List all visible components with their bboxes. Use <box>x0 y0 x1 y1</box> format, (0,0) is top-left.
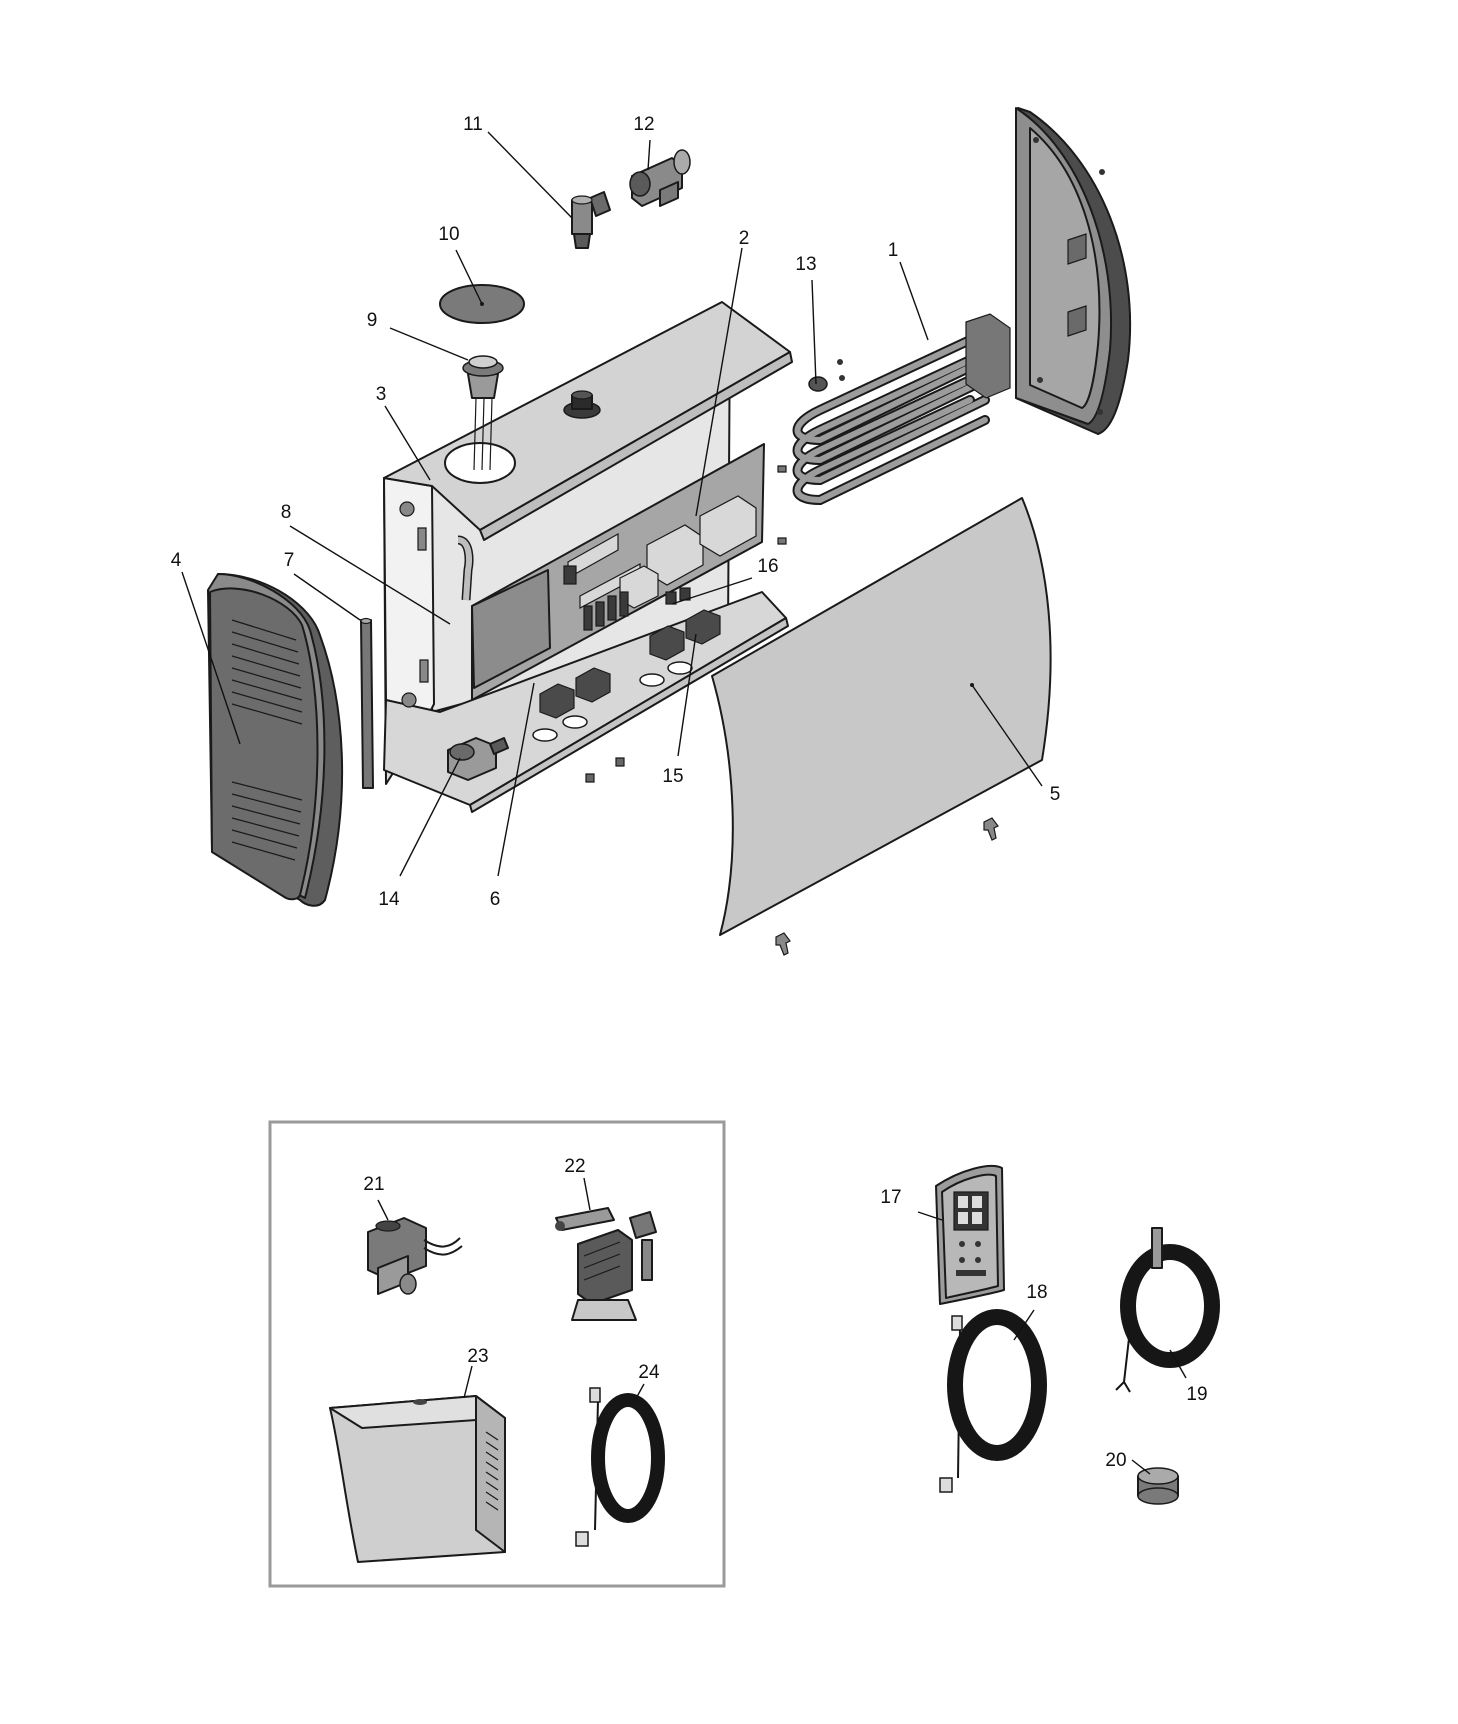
callout-22: 22 <box>564 1156 585 1177</box>
callout-3: 3 <box>376 384 387 405</box>
part-contactors <box>539 609 721 719</box>
part-drain-valve <box>447 737 509 781</box>
callout-21: 21 <box>363 1174 384 1195</box>
callout-23: 23 <box>467 1346 488 1367</box>
screw-icon <box>615 757 625 767</box>
part-rod <box>360 617 374 789</box>
callout-20: 20 <box>1105 1450 1126 1471</box>
part-left-side-cover <box>207 573 344 907</box>
callout-17: 17 <box>880 1187 901 1208</box>
callout-labels: 1 2 3 4 5 6 7 8 9 10 11 12 13 14 15 16 1… <box>171 114 1208 1471</box>
callout-1: 1 <box>888 240 899 261</box>
callout-5: 5 <box>1050 784 1061 805</box>
part-sensor-cap <box>1137 1467 1179 1505</box>
callout-9: 9 <box>367 310 378 331</box>
callout-11: 11 <box>463 114 483 135</box>
part-cable-coil-small <box>575 1387 665 1547</box>
screw-icon <box>775 932 791 956</box>
part-front-cover-panel <box>711 497 1052 956</box>
screw-icon <box>777 465 787 473</box>
part-cable-coil-large <box>939 1309 1047 1493</box>
part-sensor-coil <box>1115 1227 1220 1393</box>
callout-15: 15 <box>662 766 683 787</box>
part-circuit-board <box>471 443 787 701</box>
callout-19: 19 <box>1186 1384 1207 1405</box>
callout-12: 12 <box>633 114 654 135</box>
part-elbow-fitting <box>571 191 611 249</box>
callout-13: 13 <box>795 254 816 275</box>
screw-icon <box>777 537 787 545</box>
callout-8: 8 <box>281 502 292 523</box>
part-complete-unit <box>329 1395 506 1563</box>
screw-icon <box>983 817 999 841</box>
callout-6: 6 <box>490 889 501 910</box>
accessory-kit-frame <box>268 1120 726 1588</box>
callout-24: 24 <box>638 1362 660 1383</box>
part-tee-fitting <box>629 149 691 207</box>
callout-14: 14 <box>378 889 400 910</box>
callout-4: 4 <box>171 550 182 571</box>
leader-lines <box>181 131 1187 1475</box>
part-heating-element <box>792 313 1011 506</box>
part-level-electrode <box>462 355 504 471</box>
part-right-side-cover <box>1015 107 1132 435</box>
screw-icon <box>585 773 595 783</box>
callout-10: 10 <box>438 224 459 245</box>
callout-2: 2 <box>739 228 750 249</box>
part-dosing-pump <box>555 1207 657 1321</box>
part-control-panel <box>935 1165 1005 1305</box>
part-solenoid-valve <box>367 1217 463 1295</box>
callout-18: 18 <box>1026 1282 1047 1303</box>
part-thermostat <box>808 359 845 392</box>
callout-16: 16 <box>757 556 778 577</box>
callout-7: 7 <box>284 550 295 571</box>
